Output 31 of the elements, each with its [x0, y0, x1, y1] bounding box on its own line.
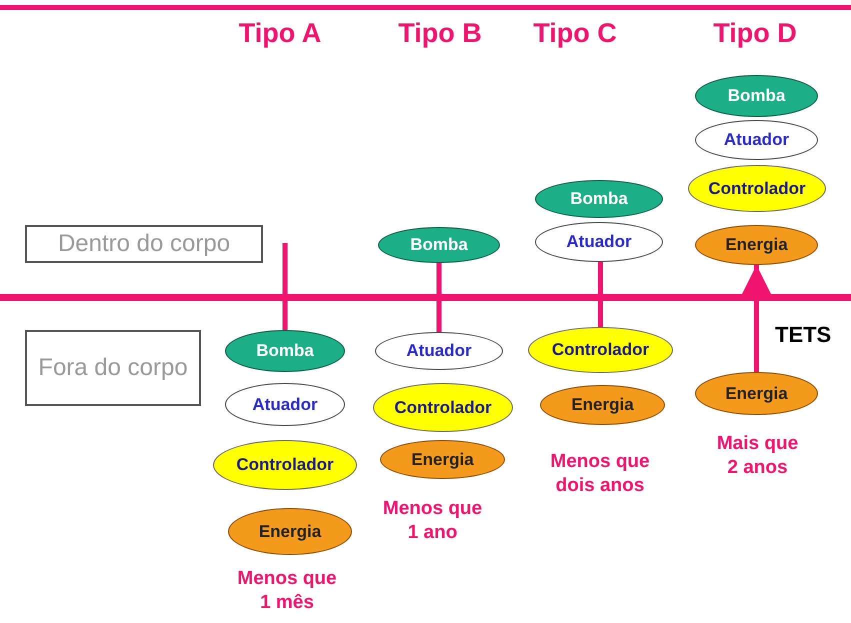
- connector-line: [598, 262, 603, 327]
- pump-ellipse: Bomba: [378, 227, 500, 263]
- controller-ellipse: Controlador: [213, 440, 357, 490]
- energy-ellipse: Energia: [695, 372, 818, 415]
- actuator-ellipse: Atuador: [695, 120, 818, 160]
- connector-line: [282, 243, 288, 330]
- controller-ellipse: Controlador: [373, 383, 513, 432]
- duration-note: Mais que 2 anos: [716, 432, 800, 480]
- energy-ellipse: Energia: [695, 225, 818, 265]
- duration-note: Menos que 1 mês: [236, 567, 338, 615]
- pump-ellipse: Bomba: [225, 330, 345, 372]
- type-heading: Tipo B: [397, 18, 483, 48]
- duration-note: Menos que 1 ano: [382, 497, 484, 545]
- energy-ellipse: Energia: [228, 508, 352, 555]
- actuator-ellipse: Atuador: [535, 222, 663, 262]
- zone-box: Fora do corpo: [25, 330, 201, 406]
- actuator-ellipse: Atuador: [225, 383, 345, 426]
- actuator-ellipse: Atuador: [375, 332, 503, 370]
- arrow: [742, 265, 772, 372]
- type-heading: Tipo C: [532, 18, 618, 48]
- connector-line: [436, 263, 442, 332]
- type-heading: Tipo D: [712, 18, 798, 48]
- energy-ellipse: Energia: [380, 440, 505, 479]
- pump-ellipse: Bomba: [695, 75, 818, 117]
- duration-note: Menos que dois anos: [549, 450, 651, 498]
- energy-ellipse: Energia: [540, 385, 665, 425]
- pump-ellipse: Bomba: [535, 180, 663, 218]
- controller-ellipse: Controlador: [528, 327, 673, 373]
- controller-ellipse: Controlador: [688, 165, 826, 212]
- type-heading: Tipo A: [238, 18, 322, 48]
- zone-box: Dentro do corpo: [25, 225, 263, 263]
